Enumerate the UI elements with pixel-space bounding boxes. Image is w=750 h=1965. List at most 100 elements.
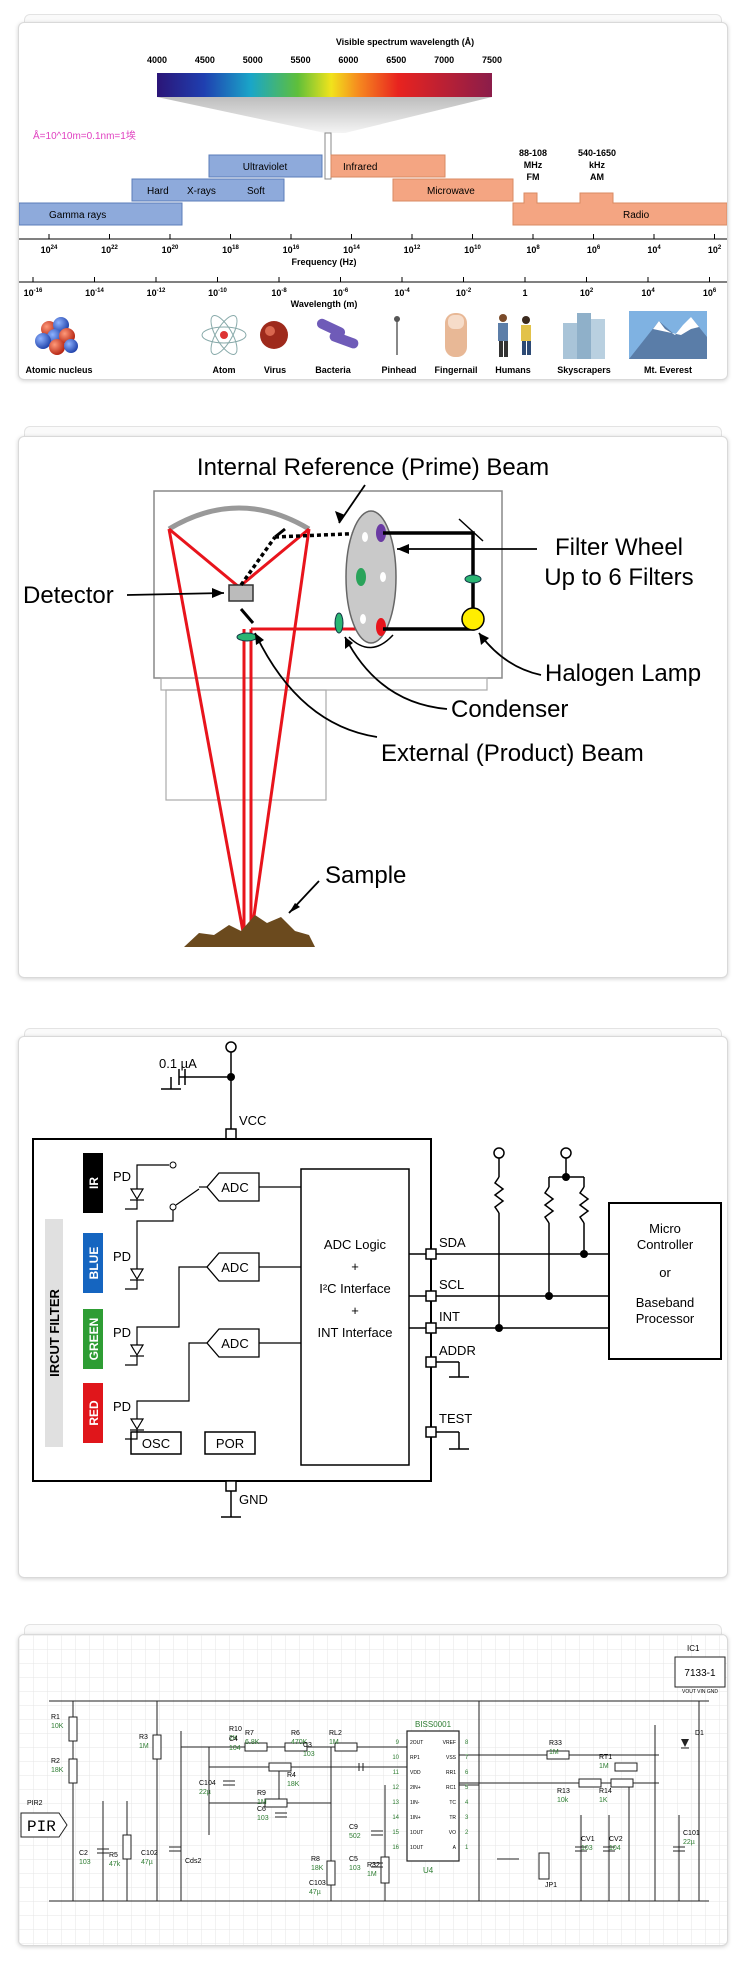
filter-empty — [362, 532, 368, 542]
object-label: Bacteria — [315, 365, 352, 375]
pd-label: PD — [113, 1325, 131, 1340]
chip-pin-name: 1IN- — [410, 1800, 420, 1806]
humans-icon — [498, 314, 531, 357]
chip-pin-number: 15 — [392, 1830, 399, 1836]
adc-block — [206, 1328, 260, 1358]
component-ref: R4 — [287, 1772, 296, 1779]
filter-wheel-label-1: Filter Wheel — [555, 534, 683, 561]
component-ref: JP1 — [545, 1882, 557, 1889]
pin-label-addr: ADDR — [439, 1343, 476, 1358]
chip-pin-name: RR1 — [446, 1770, 456, 1776]
axis-tick-label: 1010 — [464, 245, 481, 255]
schematic-components — [68, 1716, 685, 1886]
mt-everest-icon — [629, 311, 707, 359]
component-value: 1M — [257, 1799, 267, 1806]
ircut-filter-label: IRCUT FILTER — [47, 1288, 62, 1376]
switch-node — [169, 1203, 177, 1211]
axis-tick-label: 10-2 — [456, 288, 472, 298]
vcc-terminal — [225, 1041, 237, 1053]
component-value: 10k — [557, 1797, 569, 1804]
channel-name: GREEN — [87, 1318, 101, 1361]
component-ref: C104 — [199, 1780, 216, 1787]
circuit-switch — [458, 518, 484, 542]
object-label: Virus — [264, 365, 286, 375]
component-value: 47µ — [141, 1859, 153, 1866]
component-ref: Cds2 — [185, 1858, 201, 1865]
axis-tick-label: 1016 — [283, 245, 300, 255]
component-ref: R7 — [245, 1730, 254, 1737]
channel-wire — [125, 1430, 138, 1440]
component-value: 18K — [51, 1767, 64, 1774]
rotation-arrow — [348, 634, 394, 649]
pinhead-icon — [394, 316, 400, 355]
chip-pin-number: 11 — [393, 1770, 400, 1776]
gnd-pin — [225, 1480, 237, 1492]
component-ref: R32 — [367, 1862, 380, 1869]
visible-zoom-cone — [157, 97, 492, 133]
wavelength-label: Wavelength (m) — [291, 299, 358, 309]
component-ref: R13 — [557, 1788, 570, 1795]
label-soft: Soft — [247, 186, 265, 197]
component-value: 103 — [349, 1865, 361, 1872]
regulator-part: 7133-1 — [684, 1668, 716, 1679]
channel-name: BLUE — [87, 1247, 101, 1280]
detector-label: Detector — [23, 582, 114, 609]
callout-heads — [212, 511, 489, 913]
component-value: 2K — [229, 1735, 238, 1742]
micro-label: Baseband — [636, 1295, 695, 1310]
chip-pin-name: 2OUT — [410, 1740, 423, 1746]
object-label: Skyscrapers — [557, 365, 611, 375]
photodiode-icon — [129, 1188, 145, 1201]
channel-name: RED — [87, 1400, 101, 1426]
external-beam-label: External (Product) Beam — [381, 740, 644, 767]
pin-label-sda: SDA — [439, 1235, 466, 1250]
prime-beam-label: Internal Reference (Prime) Beam — [197, 454, 549, 481]
axis-tick-label: 1022 — [101, 245, 118, 255]
axis-tick-label: 1018 — [222, 245, 239, 255]
component-value: 1M — [367, 1871, 377, 1878]
component-ref: RT1 — [599, 1754, 612, 1761]
component-value: 18K — [287, 1781, 300, 1788]
axis-tick-label: 108 — [526, 245, 540, 255]
component-value: 47µ — [309, 1889, 321, 1896]
component-ref: R5 — [109, 1852, 118, 1859]
visible-tick-label: 6500 — [386, 55, 406, 65]
axis-tick-label: 1020 — [162, 245, 179, 255]
axis-tick-label: 10-16 — [24, 288, 43, 298]
axis-tick-label: 104 — [641, 288, 655, 298]
chip-pin-name: 1OUT — [410, 1830, 423, 1836]
channel-wire — [125, 1200, 138, 1210]
component-value: 104 — [609, 1845, 621, 1852]
switch-wire — [136, 1164, 169, 1177]
axis-tick-label: 102 — [580, 288, 594, 298]
chip-pin-name: VREF — [443, 1740, 456, 1746]
virus-icon — [260, 321, 288, 349]
chip-ref: U4 — [423, 1866, 434, 1875]
filter-empty — [380, 572, 386, 582]
component-ref: C102 — [141, 1850, 158, 1857]
skyscrapers-icon — [563, 313, 605, 359]
adc-label: ADC — [221, 1180, 248, 1195]
pin-addr — [425, 1356, 437, 1368]
sample-label: Sample — [325, 862, 406, 889]
component-ref: R6 — [291, 1730, 300, 1737]
halogen-label: Halogen Lamp — [545, 660, 701, 687]
component-value: 1M — [549, 1749, 559, 1756]
micro-controller-box — [608, 1202, 722, 1360]
pin-scl — [425, 1290, 437, 1302]
axis-tick-label: 10-12 — [147, 288, 166, 298]
pd-label: PD — [113, 1249, 131, 1264]
object-label: Mt. Everest — [644, 365, 692, 375]
filter-empty — [360, 614, 366, 624]
am-range: 540-1650 — [578, 148, 616, 158]
component-ref: RL2 — [329, 1730, 342, 1737]
object-label: Pinhead — [381, 365, 416, 375]
channel-name: IR — [87, 1177, 101, 1189]
